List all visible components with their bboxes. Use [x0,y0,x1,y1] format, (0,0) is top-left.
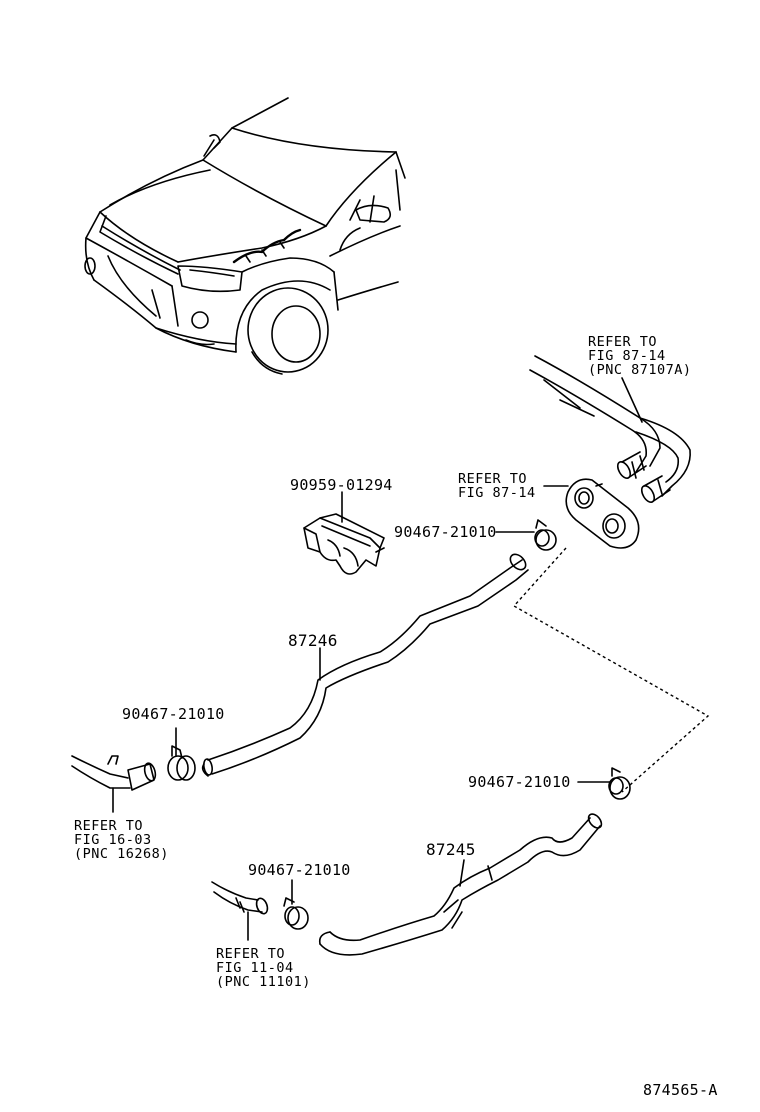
clamp-upper-left [167,727,196,781]
clamp-lower [283,879,309,930]
ref-engine-left-line3: (PNC 16268) [74,846,169,862]
diagram-code: 874565-A [643,1081,718,1099]
hose-87245 [318,813,603,956]
heater-unit-pipes [529,355,691,503]
hose-87246 [201,553,529,777]
ref-heater-line1: REFER TO [588,334,658,350]
engine-pipe-bottom [211,881,269,941]
vehicle-illustration [84,97,406,375]
bracket-part [303,513,385,575]
clamp-right [577,767,631,800]
ref-engine-bottom-line1: REFER TO [216,946,286,962]
engine-pipe-left [71,755,157,813]
ref-heater-line3: (PNC 87107A) [588,362,692,378]
part-number-hose-upper[interactable]: 87246 [288,631,338,650]
part-number-clamp-lower[interactable]: 90467-21010 [248,861,351,879]
part-number-clamp-right[interactable]: 90467-21010 [468,773,571,791]
ref-heater-line2: FIG 87-14 [588,348,666,364]
grommet [565,478,640,549]
ref-engine-bottom-line2: FIG 11-04 [216,960,294,976]
ref-engine-bottom-line3: (PNC 11101) [216,974,311,990]
part-number-clamp-upper-left[interactable]: 90467-21010 [122,705,225,723]
ref-engine-left-line1: REFER TO [74,818,144,834]
part-number-hose-lower[interactable]: 87245 [426,840,476,859]
ref-grommet-line1: REFER TO [458,471,528,487]
clamp-grommet [495,519,557,551]
ref-grommet-line2: FIG 87-14 [458,485,536,501]
part-number-clamp-grommet[interactable]: 90467-21010 [394,523,497,541]
ref-engine-left-line2: FIG 16-03 [74,832,152,848]
part-number-bracket[interactable]: 90959-01294 [290,476,393,494]
